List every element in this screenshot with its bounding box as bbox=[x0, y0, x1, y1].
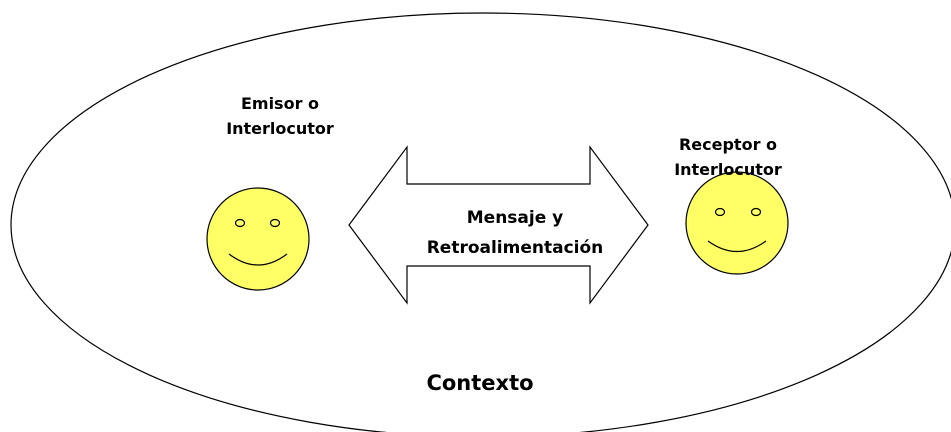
emisor-label-line1: Emisor o bbox=[240, 94, 320, 113]
receptor-label-line1: Receptor o bbox=[678, 135, 778, 154]
mensaje-label: Mensaje y Retroalimentación bbox=[395, 204, 635, 264]
emisor-label-line2: Interlocutor bbox=[226, 118, 334, 138]
receptor-label: Receptor o Interlocutor bbox=[633, 133, 823, 183]
context-label: Contexto bbox=[426, 371, 534, 395]
mensaje-label-line2: Retroalimentación bbox=[426, 237, 604, 258]
context-ellipse bbox=[10, 12, 951, 432]
mensaje-label-line1: Mensaje y bbox=[466, 208, 564, 228]
receptor-label-line2: Interlocutor bbox=[674, 159, 782, 179]
emisor-label: Emisor o Interlocutor bbox=[185, 92, 375, 142]
emisor-smiley-icon bbox=[206, 187, 310, 291]
receptor-smiley-icon bbox=[685, 171, 789, 275]
double-arrow-icon bbox=[348, 145, 649, 305]
